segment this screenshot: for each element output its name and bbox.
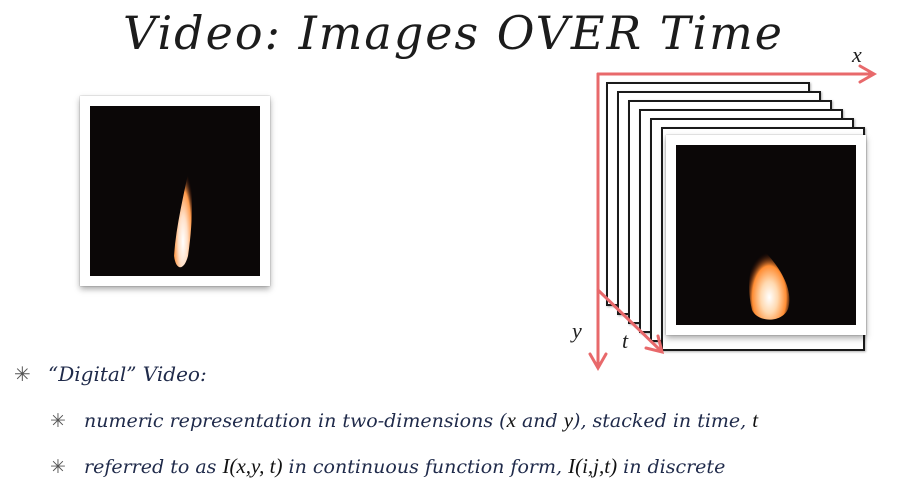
bullet-text: “Digital” Video:	[48, 362, 207, 386]
bullet-text-mid: and	[515, 410, 564, 432]
math-continuous: I(x,y, t)	[222, 454, 283, 478]
math-x: x	[506, 408, 516, 432]
stack-front-photo	[666, 135, 866, 335]
bullet-text-mid2: ), stacked in time,	[573, 410, 753, 432]
bullet-text-mid: in continuous function form,	[282, 456, 569, 478]
bullet-numeric-representation: ✳ numeric representation in two-dimension…	[50, 408, 758, 433]
page-title: Video: Images OVER Time	[123, 6, 784, 60]
asterisk-icon: ✳	[50, 456, 66, 478]
candle-flame-image	[749, 245, 790, 320]
asterisk-icon: ✳	[50, 410, 66, 432]
t-axis-arrowhead	[644, 334, 665, 355]
candle-flame-image	[174, 164, 192, 268]
x-axis-label: x	[852, 42, 862, 67]
y-axis-arrowhead	[588, 352, 608, 372]
x-axis-arrowhead	[858, 64, 878, 84]
bullet-digital-video: ✳ “Digital” Video:	[14, 362, 207, 386]
math-discrete: I(i,j,t)	[568, 454, 618, 478]
bullet-text-post: in discrete	[617, 456, 726, 478]
bullet-text-pre: numeric representation in two-dimensions…	[84, 410, 507, 432]
math-t: t	[752, 408, 759, 432]
single-frame-photo	[80, 96, 270, 286]
math-y: y	[563, 408, 574, 432]
y-axis-label: y	[572, 318, 582, 343]
bullet-text-pre: referred to as	[84, 456, 223, 478]
t-axis-line	[596, 288, 662, 352]
t-axis-label: t	[622, 328, 629, 353]
bullet-referred-to: ✳ referred to as I(x,y, t) in continuous …	[50, 454, 725, 479]
asterisk-icon: ✳	[14, 362, 31, 386]
